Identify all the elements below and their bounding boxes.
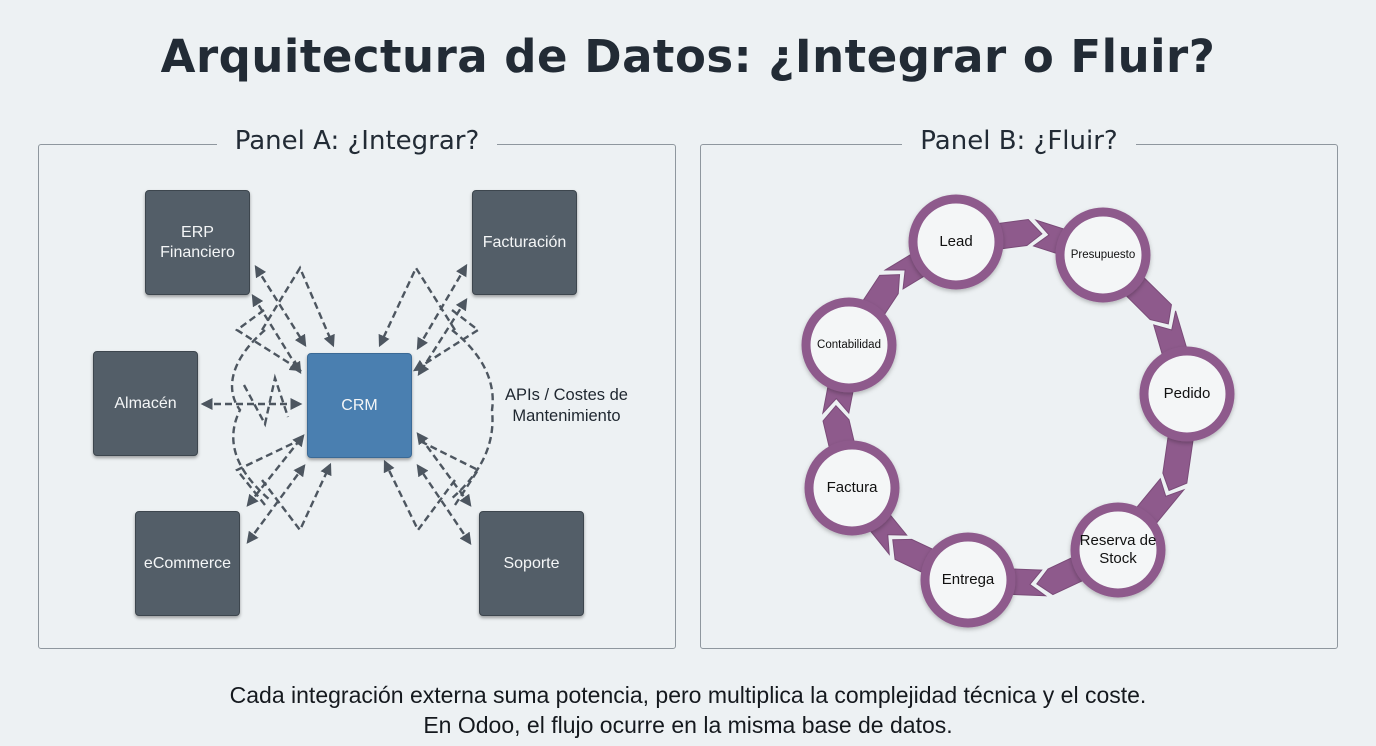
cycle-node-pedido xyxy=(1139,346,1235,442)
page-title: Arquitectura de Datos: ¿Integrar o Fluir… xyxy=(160,30,1216,83)
cycle-label-contabilidad: Contabilidad xyxy=(817,339,881,351)
connector-ecommerce-squiggle xyxy=(261,462,332,533)
cycle-label-presupuesto: Presupuesto xyxy=(1070,249,1136,261)
cycle-label-factura: Factura xyxy=(826,479,878,496)
cycle-node-entrega xyxy=(920,532,1016,628)
cycle-node-contabilidad xyxy=(801,297,897,393)
connector-loop-right xyxy=(449,329,494,501)
cycle-node-factura xyxy=(804,440,900,536)
connector-erp-crm-2 xyxy=(251,293,302,375)
connector-ecommerce-zigzag xyxy=(235,438,301,506)
panel-a-label: Panel A: ¿Integrar? xyxy=(216,126,498,156)
connector-loop-left xyxy=(230,329,271,501)
node-ecommerce: eCommerce xyxy=(135,511,240,616)
cycle-label-reserva-de-stock: Reserva de Stock xyxy=(1079,532,1157,567)
connector-soporte-squiggle xyxy=(383,459,456,533)
node-soporte: Soporte xyxy=(479,511,584,616)
cycle-label-pedido: Pedido xyxy=(1163,385,1211,402)
cycle-node-lead xyxy=(908,194,1004,290)
cycle-label-lead: Lead xyxy=(939,233,973,250)
connector-erp-squiggle xyxy=(260,265,335,348)
connector-almacen-zigzag xyxy=(242,373,290,428)
connector-facturacion-crm-2 xyxy=(417,297,468,377)
connector-soporte-zigzag xyxy=(417,438,480,506)
connector-soporte-crm-2 xyxy=(416,432,472,507)
node-almacen: Almacén xyxy=(93,351,198,456)
connector-facturacion-zigzag xyxy=(412,309,481,372)
node-crm-hub: CRM xyxy=(307,353,412,458)
panel-integrar: Panel A: ¿Integrar? xyxy=(38,126,676,649)
connector-erp-zigzag xyxy=(234,309,303,372)
api-cost-annotation: APIs / Costes de Mantenimiento xyxy=(505,386,628,425)
node-erp-financiero: ERP Financiero xyxy=(145,190,250,295)
panel-b-label: Panel B: ¿Fluir? xyxy=(902,126,1136,156)
footer-caption: Cada integración externa suma potencia, … xyxy=(0,680,1376,740)
cycle-node-reserva xyxy=(1070,502,1166,598)
cycle-node-presupuesto xyxy=(1055,207,1151,303)
panel-fluir: Panel B: ¿Fluir? xyxy=(700,126,1338,649)
cycle-label-entrega: Entrega xyxy=(941,571,995,588)
footer-line-2: En Odoo, el flujo ocurre en la misma bas… xyxy=(423,712,953,738)
footer-line-1: Cada integración externa suma potencia, … xyxy=(229,682,1147,708)
connector-facturacion-squiggle xyxy=(378,265,457,348)
node-facturacion: Facturación xyxy=(472,190,577,295)
